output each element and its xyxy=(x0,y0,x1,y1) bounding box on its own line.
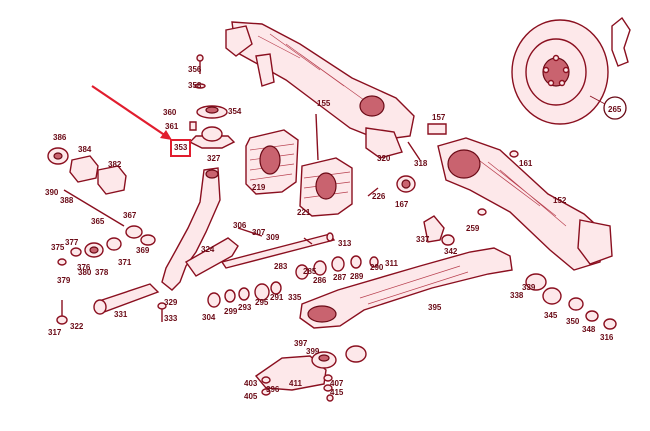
part-label-307: 307 xyxy=(252,228,266,237)
part-label-318: 318 xyxy=(414,159,428,168)
part-label-390: 390 xyxy=(45,188,59,197)
part-label-345: 345 xyxy=(544,311,558,320)
part-number-labels: 356 358 360 354 361 353 327 155 157 320 318 161 265 3… xyxy=(45,65,622,401)
brake-pad-clip xyxy=(611,16,631,67)
part-label-157: 157 xyxy=(432,113,446,122)
spring-mount-stack xyxy=(188,54,236,149)
part-label-354: 354 xyxy=(228,107,242,116)
part-label-371: 371 xyxy=(118,258,132,267)
part-label-367: 367 xyxy=(123,211,137,220)
fastener-set-left xyxy=(56,237,122,325)
part-label-293: 293 xyxy=(238,303,252,312)
part-label-382: 382 xyxy=(108,160,122,169)
part-label-337: 337 xyxy=(416,235,430,244)
part-label-415: 415 xyxy=(330,388,344,397)
part-label-290: 290 xyxy=(370,263,384,272)
part-label-378: 378 xyxy=(95,268,109,277)
part-label-316: 316 xyxy=(600,333,614,342)
bushing-set-left xyxy=(47,147,156,246)
part-label-322: 322 xyxy=(70,322,84,331)
part-label-360: 360 xyxy=(163,108,177,117)
part-label-221: 221 xyxy=(297,208,311,217)
part-label-356: 356 xyxy=(188,65,202,74)
part-label-306: 306 xyxy=(233,221,247,230)
rubber-boot-219 xyxy=(245,129,299,195)
part-label-365: 365 xyxy=(91,217,105,226)
part-label-324: 324 xyxy=(201,245,215,254)
strut-arm-324 xyxy=(161,167,239,291)
part-label-375: 375 xyxy=(51,243,65,252)
pointer-arrow xyxy=(91,85,172,140)
part-label-161: 161 xyxy=(519,159,533,168)
part-label-155: 155 xyxy=(317,99,331,108)
part-label-379: 379 xyxy=(57,276,71,285)
part-label-348: 348 xyxy=(582,325,596,334)
bushing-sleeve-322 xyxy=(93,283,160,315)
part-label-167: 167 xyxy=(395,200,409,209)
part-label-396: 396 xyxy=(266,385,280,394)
part-label-403: 403 xyxy=(244,379,258,388)
part-label-309: 309 xyxy=(266,233,280,242)
part-label-335: 335 xyxy=(288,293,302,302)
part-label-333: 333 xyxy=(164,314,178,323)
part-label-320: 320 xyxy=(377,154,391,163)
bushing-set-right xyxy=(396,123,617,330)
rubber-boot-221 xyxy=(299,157,353,217)
part-label-152: 152 xyxy=(553,196,567,205)
trailing-arm-333 xyxy=(299,247,513,329)
part-label-350: 350 xyxy=(566,317,580,326)
loose-fasteners xyxy=(157,113,421,402)
part-label-369: 369 xyxy=(136,246,150,255)
highlight-box xyxy=(170,139,191,157)
part-label-395: 395 xyxy=(428,303,442,312)
part-label-299: 299 xyxy=(224,307,238,316)
part-label-226: 226 xyxy=(372,192,386,201)
part-label-386: 386 xyxy=(53,133,67,142)
brake-disc xyxy=(511,19,609,125)
part-label-339: 339 xyxy=(522,283,536,292)
part-label-304: 304 xyxy=(202,313,216,322)
part-label-405: 405 xyxy=(244,392,258,401)
part-label-287: 287 xyxy=(333,273,347,282)
part-label-380: 380 xyxy=(78,268,92,277)
part-label-353: 353 xyxy=(174,143,188,152)
part-label-295: 295 xyxy=(255,298,269,307)
part-label-361: 361 xyxy=(165,122,179,131)
part-label-377: 377 xyxy=(65,238,79,247)
axle-housing-top xyxy=(225,21,415,159)
washer-row xyxy=(207,255,379,308)
part-label-291: 291 xyxy=(270,293,284,302)
part-label-388: 388 xyxy=(60,196,74,205)
part-label-376: 376 xyxy=(77,263,91,272)
part-label-219: 219 xyxy=(252,183,266,192)
part-label-329: 329 xyxy=(164,298,178,307)
part-label-399: 399 xyxy=(306,347,320,356)
part-label-407: 407 xyxy=(330,379,344,388)
part-label-311: 311 xyxy=(385,259,398,268)
part-label-286: 286 xyxy=(313,276,327,285)
part-label-259: 259 xyxy=(466,224,480,233)
part-label-265: 265 xyxy=(608,105,622,114)
part-label-338: 338 xyxy=(510,291,524,300)
part-label-289: 289 xyxy=(350,272,364,281)
axle-housing-right xyxy=(437,137,613,271)
part-label-283: 283 xyxy=(274,262,288,271)
part-label-327: 327 xyxy=(207,154,221,163)
part-label-384: 384 xyxy=(78,145,92,154)
part-label-331: 331 xyxy=(114,310,128,319)
part-label-397: 397 xyxy=(294,339,308,348)
bracket-396 xyxy=(254,351,337,391)
callout-265-circle xyxy=(603,96,627,120)
tie-rod-283 xyxy=(220,232,336,269)
part-label-317: 317 xyxy=(48,328,62,337)
part-label-285: 285 xyxy=(303,267,317,276)
part-label-411: 411 xyxy=(289,379,302,388)
part-label-313: 313 xyxy=(338,239,352,248)
part-label-358: 358 xyxy=(188,81,202,90)
part-label-342: 342 xyxy=(444,247,458,256)
